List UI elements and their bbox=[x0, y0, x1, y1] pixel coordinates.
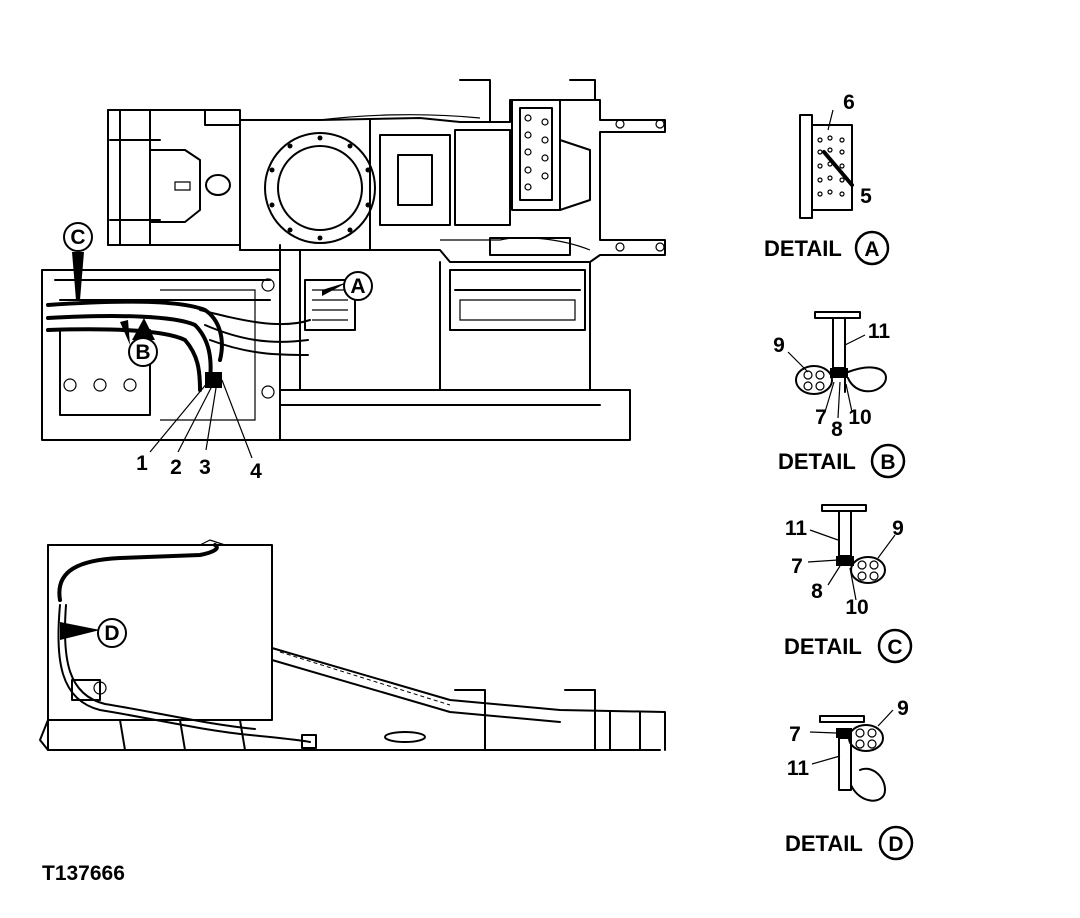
svg-text:DETAIL: DETAIL bbox=[785, 831, 863, 856]
clamp-holes bbox=[817, 135, 845, 197]
bearing-bolts bbox=[269, 135, 371, 241]
detail-c-title: DETAIL C bbox=[784, 628, 913, 664]
view-marker-c: C bbox=[63, 222, 93, 300]
detail-d-title: DETAIL D bbox=[785, 825, 914, 861]
frame-side-view bbox=[39, 539, 666, 751]
detail-b-callout-7: 7 bbox=[815, 406, 827, 429]
detail-c-callout-10: 10 bbox=[845, 596, 868, 619]
detail-a-callout-5: 5 bbox=[860, 185, 872, 208]
callout-4: 4 bbox=[250, 460, 262, 483]
svg-text:DETAIL: DETAIL bbox=[764, 236, 842, 261]
view-marker-b: B bbox=[120, 318, 158, 367]
detail-c-callout-7: 7 bbox=[791, 555, 803, 578]
svg-text:B: B bbox=[880, 451, 895, 474]
detail-b-callout-8: 8 bbox=[831, 418, 843, 441]
detail-b-callout-11: 11 bbox=[868, 320, 891, 343]
svg-text:B: B bbox=[135, 341, 150, 364]
detail-b-drawing bbox=[787, 311, 887, 419]
detail-c-drawing bbox=[807, 504, 896, 601]
detail-a-callout-6: 6 bbox=[843, 91, 855, 114]
detail-d-drawing bbox=[809, 709, 894, 802]
detail-c-callout-8: 8 bbox=[811, 580, 823, 603]
svg-text:C: C bbox=[887, 636, 902, 659]
svg-text:DETAIL: DETAIL bbox=[778, 449, 856, 474]
detail-b-title: DETAIL B bbox=[778, 443, 906, 479]
svg-text:D: D bbox=[104, 622, 119, 645]
frame-top-view bbox=[41, 79, 666, 441]
callout-3: 3 bbox=[199, 456, 211, 479]
detail-a-drawing bbox=[799, 109, 854, 219]
svg-text:A: A bbox=[864, 238, 879, 261]
detail-c-callout-9: 9 bbox=[892, 517, 904, 540]
valve-ports bbox=[524, 114, 549, 191]
svg-text:A: A bbox=[350, 275, 365, 298]
detail-d-callout-11: 11 bbox=[787, 757, 810, 780]
detail-d-callout-9: 9 bbox=[897, 697, 909, 720]
detail-b-callout-9: 9 bbox=[773, 334, 785, 357]
callout-1: 1 bbox=[136, 452, 148, 475]
svg-text:D: D bbox=[888, 833, 903, 856]
svg-text:DETAIL: DETAIL bbox=[784, 634, 862, 659]
detail-b-callout-10: 10 bbox=[848, 406, 871, 429]
detail-a-title: DETAIL A bbox=[764, 230, 890, 266]
svg-text:C: C bbox=[70, 226, 85, 249]
callout-2: 2 bbox=[170, 456, 182, 479]
view-marker-d: D bbox=[60, 618, 127, 648]
view-marker-a: A bbox=[322, 271, 373, 301]
callout-leaders-top bbox=[149, 379, 253, 459]
detail-c-callout-11: 11 bbox=[785, 517, 808, 540]
detail-d-callout-7: 7 bbox=[789, 723, 801, 746]
figure-id: T137666 bbox=[42, 862, 125, 885]
